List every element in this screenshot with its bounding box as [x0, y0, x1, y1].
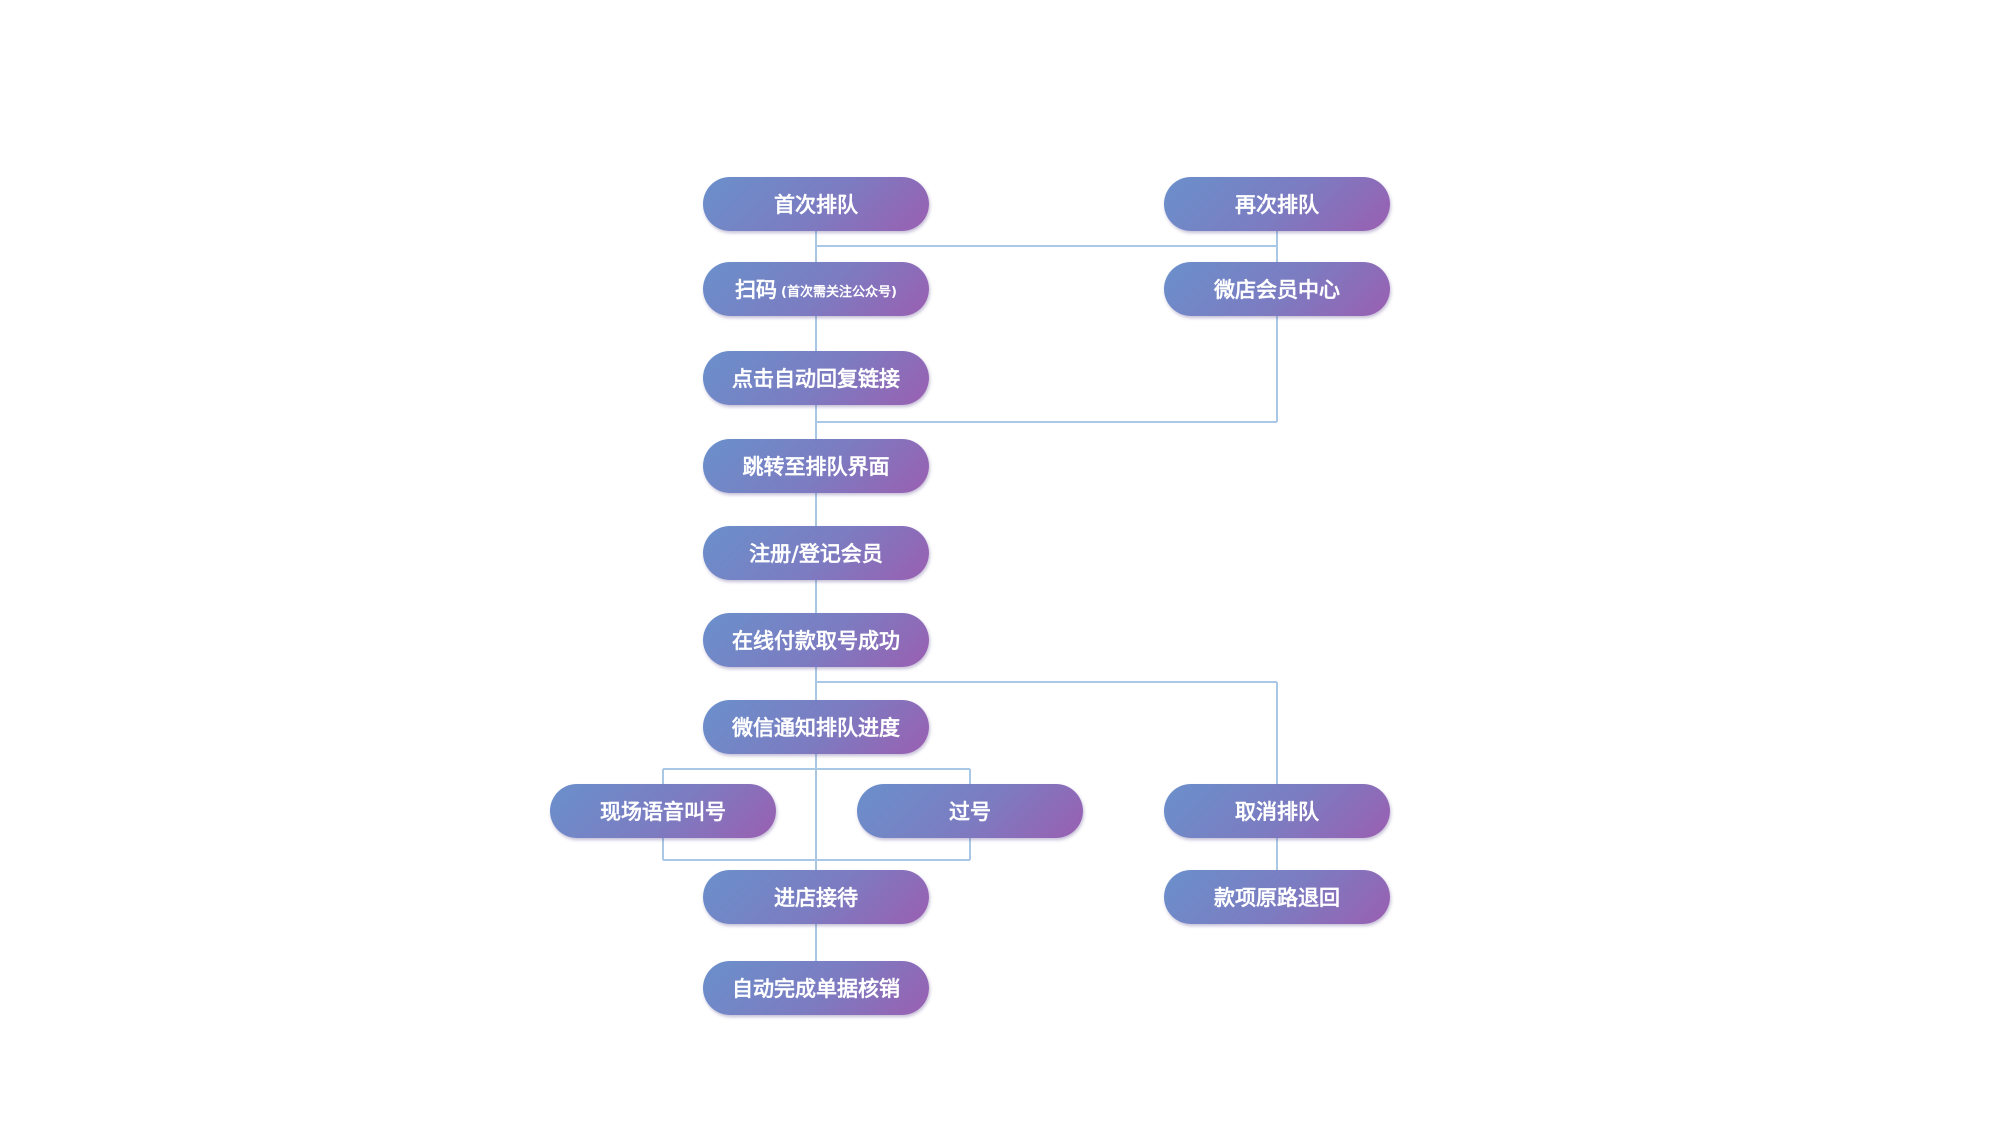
wechat-notify-label: 微信通知排队进度	[732, 716, 900, 740]
member-center-label: 微店会员中心	[1214, 278, 1340, 302]
cancel-queue-node: 取消排队	[1164, 784, 1390, 838]
missed-number-node: 过号	[857, 784, 1083, 838]
enter-store-label: 进店接待	[774, 886, 858, 910]
requeue-node: 再次排队	[1164, 177, 1390, 231]
auto-verify-label: 自动完成单据核销	[732, 977, 900, 1001]
scan-code-note: (首次需关注公众号)	[781, 284, 897, 300]
jump-queue-page-node: 跳转至排队界面	[703, 439, 929, 493]
member-center-node: 微店会员中心	[1164, 262, 1390, 316]
voice-call-label: 现场语音叫号	[600, 800, 726, 824]
pay-online-node: 在线付款取号成功	[703, 613, 929, 667]
refund-label: 款项原路退回	[1214, 886, 1340, 910]
register-member-label: 注册/登记会员	[749, 542, 883, 566]
first-queue-label: 首次排队	[774, 193, 858, 217]
jump-queue-page-label: 跳转至排队界面	[742, 455, 890, 479]
wechat-notify-node: 微信通知排队进度	[703, 700, 929, 754]
missed-number-label: 过号	[949, 800, 991, 824]
requeue-label: 再次排队	[1235, 193, 1319, 217]
cancel-queue-label: 取消排队	[1235, 800, 1319, 824]
register-member-node: 注册/登记会员	[703, 526, 929, 580]
auto-verify-node: 自动完成单据核销	[703, 961, 929, 1015]
click-reply-link-label: 点击自动回复链接	[732, 367, 900, 391]
scan-code-label: 扫码	[735, 278, 778, 302]
click-reply-link-node: 点击自动回复链接	[703, 351, 929, 405]
voice-call-node: 现场语音叫号	[550, 784, 776, 838]
pay-online-label: 在线付款取号成功	[732, 629, 900, 653]
refund-node: 款项原路退回	[1164, 870, 1390, 924]
enter-store-node: 进店接待	[703, 870, 929, 924]
scan-code-node: 扫码 (首次需关注公众号)	[703, 262, 929, 316]
first-queue-node: 首次排队	[703, 177, 929, 231]
